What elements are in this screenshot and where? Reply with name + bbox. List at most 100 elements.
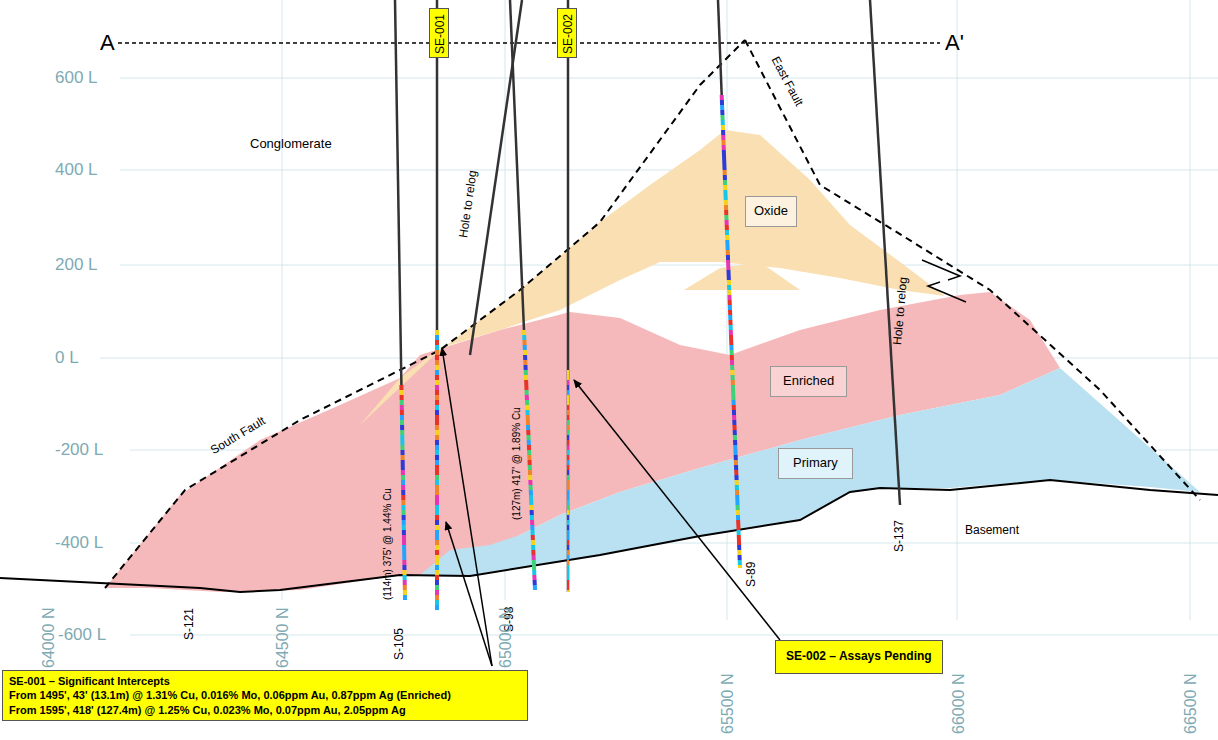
intercept-label: (114m) 375' @ 1.44% Cu: [382, 488, 394, 600]
assay-segment: [567, 395, 569, 400]
assay-segment: [532, 565, 536, 570]
assay-segment: [435, 335, 439, 340]
assay-segment: [737, 555, 741, 560]
assay-segment: [725, 235, 729, 240]
assay-segment: [724, 200, 728, 205]
assay-segment: [727, 295, 731, 300]
assay-segment: [728, 310, 732, 315]
assay-segment: [402, 560, 406, 565]
assay-segment: [567, 410, 569, 415]
assay-segment: [731, 375, 735, 380]
assay-segment: [533, 585, 537, 590]
assay-segment: [721, 140, 725, 145]
assay-segment: [732, 420, 736, 425]
assay-segment: [435, 570, 439, 575]
assay-segment: [723, 175, 727, 180]
assay-segment: [528, 465, 532, 470]
elevation-label: 200 L: [55, 255, 98, 275]
assay-segment: [737, 540, 741, 545]
assay-segment: [435, 505, 439, 510]
assay-segment: [402, 530, 406, 535]
intercept-callout: SE-001 – Significant InterceptsFrom 1495…: [2, 670, 528, 721]
assay-segment: [567, 570, 569, 575]
section-end: A: [100, 30, 115, 55]
assay-segment: [532, 555, 536, 560]
assay-segment: [720, 95, 724, 100]
assay-segment: [722, 145, 726, 150]
assay-segment: [724, 215, 728, 220]
assay-segment: [522, 340, 526, 345]
assay-segment: [736, 510, 740, 515]
assay-segment: [532, 560, 536, 565]
assay-segment: [524, 375, 528, 380]
assay-segment: [402, 545, 406, 550]
assay-segment: [435, 420, 439, 425]
assay-segment: [720, 115, 724, 120]
assay-segment: [401, 455, 405, 460]
assay-segment: [567, 485, 569, 490]
assay-segment: [567, 585, 569, 590]
assay-segment: [401, 470, 405, 475]
assay-segment: [403, 570, 407, 575]
assay-segment: [532, 570, 536, 575]
assay-segment: [567, 470, 569, 475]
assay-segment: [435, 460, 439, 465]
assay-segment: [567, 460, 569, 465]
assay-segment: [724, 205, 728, 210]
assay-segment: [567, 520, 569, 525]
assay-segment: [725, 220, 729, 225]
assay-segment: [530, 520, 534, 525]
assay-segment: [435, 550, 439, 555]
assay-segment: [528, 480, 532, 485]
callout-heading: Oxide: [754, 203, 788, 218]
assay-segment: [400, 420, 404, 425]
assay-segment: [435, 470, 439, 475]
assay-segment: [567, 430, 569, 435]
assay-segment: [567, 385, 569, 390]
assay-segment: [435, 405, 439, 410]
rock-unit-label: Conglomerate: [250, 137, 332, 152]
assay-segment: [734, 465, 738, 470]
assay-strips: [401, 95, 740, 610]
callout-heading: SE-002 – Assays Pending: [786, 649, 932, 663]
assay-segment: [730, 355, 734, 360]
northing-label: 65500 N: [719, 674, 737, 735]
assay-segment: [435, 355, 439, 360]
assay-segment: [435, 600, 439, 605]
assay-segment: [400, 445, 404, 450]
assay-segment: [725, 245, 729, 250]
assay-segment: [735, 500, 739, 505]
basement-contact: [0, 480, 1218, 592]
assay-segment: [567, 465, 569, 470]
northing-label: 66000 N: [950, 674, 968, 735]
assay-segment: [435, 395, 439, 400]
assay-segment: [402, 540, 406, 545]
assay-segment: [567, 480, 569, 485]
assay-segment: [567, 560, 569, 565]
assay-segment: [730, 350, 734, 355]
assay-segment: [523, 360, 527, 365]
assay-segment: [737, 530, 741, 535]
assay-segment: [728, 320, 732, 325]
assay-segment: [530, 530, 534, 535]
assay-segment: [532, 575, 536, 580]
hole-note: Hole to relog: [457, 170, 480, 239]
assay-segment: [567, 400, 569, 405]
callout-line: From 1495', 43' (13.1m) @ 1.31% Cu, 0.01…: [9, 688, 521, 702]
assay-segment: [529, 495, 533, 500]
assay-segment: [435, 435, 439, 440]
assay-segment: [567, 475, 569, 480]
assay-segment: [435, 525, 439, 530]
assay-segment: [435, 400, 439, 405]
assay-segment: [522, 335, 526, 340]
assay-segment: [721, 130, 725, 135]
assay-segment: [721, 120, 725, 125]
hole-id: SE-001: [433, 14, 447, 54]
assay-segment: [400, 390, 404, 395]
assay-segment: [400, 435, 404, 440]
grid-lines: [100, 0, 1218, 635]
assay-segment: [403, 575, 407, 580]
assay-segment: [525, 400, 529, 405]
assay-segment: [727, 290, 731, 295]
assay-segment: [732, 405, 736, 410]
